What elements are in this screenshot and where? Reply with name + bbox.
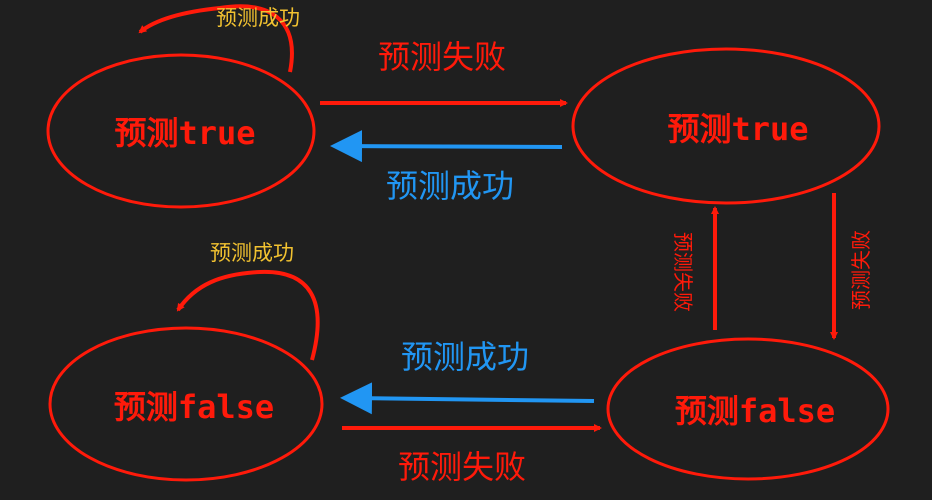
state-tl-ellipse — [46, 53, 316, 209]
arrow-bottom-success — [340, 382, 595, 415]
label-self-tl: 预测成功 — [216, 6, 300, 30]
state-tr: 预测true — [667, 110, 808, 148]
state-bl-ellipse — [48, 326, 324, 482]
self-loop-bl — [176, 269, 320, 361]
arrow-top-success — [330, 130, 563, 163]
label-right-up: 预测失败 — [671, 232, 695, 312]
state-tr-ellipse — [571, 47, 881, 205]
state-br: 预测false — [675, 392, 835, 430]
label-top-fail: 预测失败 — [378, 38, 506, 76]
label-bottom-fail: 预测失败 — [398, 448, 526, 486]
label-top-success: 预测成功 — [386, 167, 514, 205]
state-tl: 预测true — [114, 114, 255, 152]
state-br-ellipse — [606, 337, 890, 481]
self-loop-tl — [138, 4, 294, 73]
label-self-bl: 预测成功 — [210, 241, 294, 265]
label-right-down: 预测失败 — [849, 230, 873, 310]
label-bottom-success: 预测成功 — [401, 338, 529, 376]
state-bl: 预测false — [114, 388, 274, 426]
